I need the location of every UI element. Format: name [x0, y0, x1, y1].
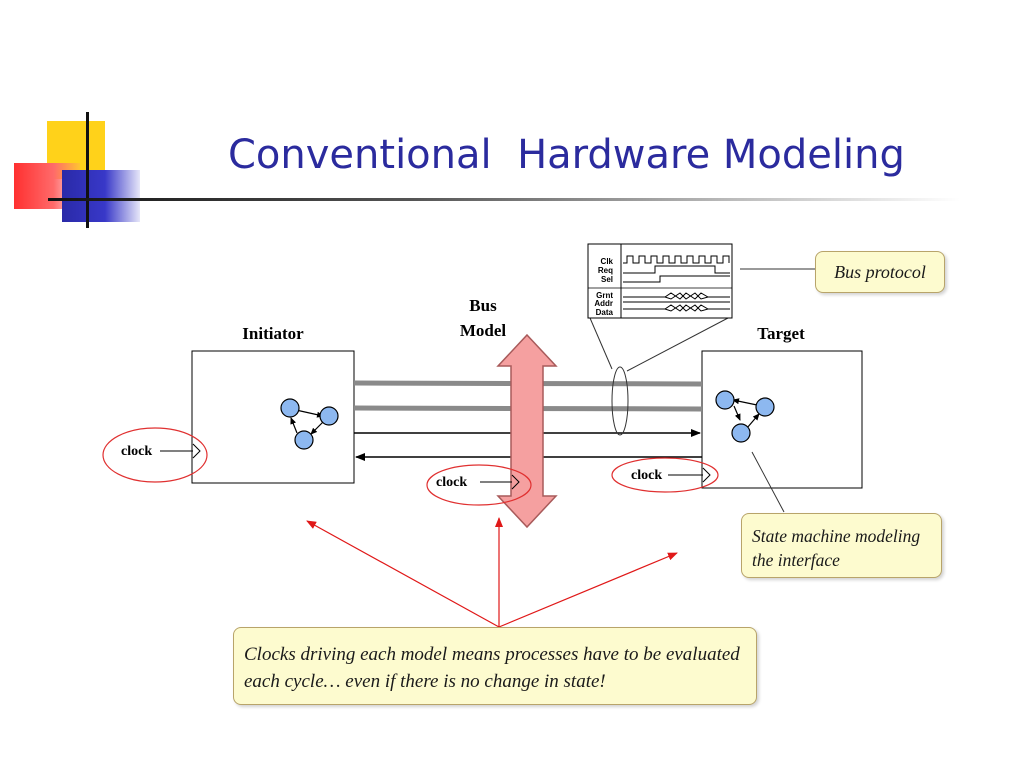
signal-data: Data [596, 308, 614, 317]
initiator-block: Initiator [191, 324, 355, 484]
bus-protocol-callout: Bus protocol [815, 251, 945, 293]
waveform-req [623, 265, 730, 274]
waveform-clk [623, 255, 730, 264]
deco-blue-square [62, 170, 140, 222]
initiator-label: Initiator [242, 324, 304, 343]
signal-clk: Clk [601, 257, 614, 266]
clock-note-arrows [306, 517, 678, 628]
initiator-clock: clock [102, 427, 208, 483]
deco-vertical-line [86, 112, 89, 228]
bus-protocol-text: Bus protocol [834, 261, 926, 282]
waveform-sel [623, 275, 730, 283]
waveform-data-b [664, 304, 709, 312]
target-clock-label: clock [631, 468, 662, 483]
state-machine-callout: State machine modeling the interface [741, 513, 942, 578]
bus-clock-label: clock [436, 475, 467, 490]
waveform-grnt-b [623, 292, 709, 300]
signal-grnt: Grnt [596, 291, 613, 300]
initiator-state-machine-icon [280, 398, 339, 450]
signal-sel: Sel [601, 275, 613, 284]
bus-model-label-line1: Bus [469, 296, 497, 315]
clocks-note-callout: Clocks driving each model means processe… [233, 627, 757, 705]
bus-model-double-arrow: Bus Model [460, 296, 558, 529]
timing-diagram: Clk Req Sel Grnt Addr Data [587, 243, 733, 319]
bus-clock: clock [426, 464, 532, 506]
clocks-note-text: Clocks driving each model means processe… [244, 644, 740, 692]
waveform-data [623, 304, 730, 312]
deco-horizontal-line [48, 198, 960, 201]
state-machine-text: State machine modeling the interface [752, 526, 921, 570]
target-clock: clock [611, 457, 719, 493]
target-label: Target [757, 324, 805, 343]
signal-addr: Addr [594, 299, 613, 308]
waveform-grnt [623, 292, 730, 300]
bus-model-label-line2: Model [460, 321, 507, 340]
initiator-clock-label: clock [121, 444, 152, 459]
slide-title: Conventional Hardware Modeling [228, 132, 905, 178]
bus-protocol-selector [589, 317, 729, 436]
target-state-machine-icon [715, 390, 775, 443]
signal-req: Req [598, 266, 613, 275]
target-block: Target [701, 324, 863, 489]
state-machine-connector [751, 451, 785, 513]
